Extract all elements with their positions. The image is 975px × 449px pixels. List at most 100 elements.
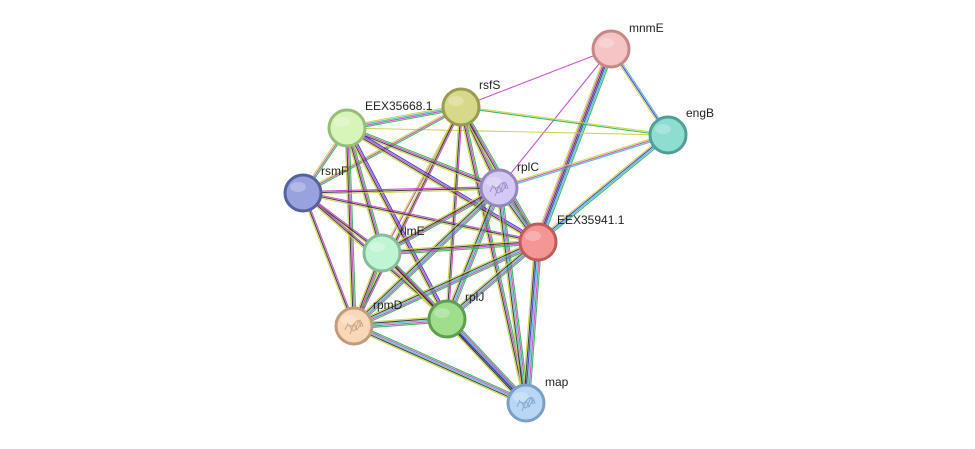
edge-line-textmining xyxy=(352,238,538,324)
edge-line-coexpression xyxy=(353,240,538,326)
edge-line-neighborhood xyxy=(348,127,357,326)
node-highlight xyxy=(334,117,350,127)
node-highlight xyxy=(513,392,529,402)
node-highlight xyxy=(655,124,671,134)
edge-EEX35941.1-rpmD[interactable] xyxy=(352,238,540,330)
edge-line-neighborhood xyxy=(382,243,539,256)
node-map[interactable]: map xyxy=(506,375,569,423)
edge-line-textmining xyxy=(302,193,538,244)
edge-rplC-map[interactable] xyxy=(495,187,530,404)
node-highlight xyxy=(341,315,357,325)
node-label: rplC xyxy=(517,160,539,174)
edge-line-experimental xyxy=(354,107,463,327)
edge-EEX35941.1-rlmE[interactable] xyxy=(381,239,539,256)
edge-rsmF-EEX35941.1[interactable] xyxy=(302,191,539,244)
edge-line-coexpression xyxy=(381,186,499,253)
edge-line-database xyxy=(526,242,540,404)
edge-line-textmining xyxy=(301,193,354,327)
node-circle xyxy=(362,233,402,273)
node-highlight xyxy=(434,308,450,318)
edge-line-coexpression xyxy=(381,240,538,253)
edge-line-database xyxy=(539,49,614,243)
edge-line-neighborhood xyxy=(354,322,528,401)
edge-rplC-rpmD[interactable] xyxy=(351,185,502,329)
edge-line-database xyxy=(353,325,527,404)
edge-line-textmining xyxy=(381,239,538,252)
edge-line-textmining xyxy=(352,328,526,407)
edge-EEX35941.1-map[interactable] xyxy=(521,241,543,404)
edge-rsmF-rpmD[interactable] xyxy=(301,192,356,327)
edge-line-neighborhood xyxy=(540,50,615,244)
edge-line-experimental xyxy=(347,126,500,188)
edge-rplC-rplJ[interactable] xyxy=(443,186,503,321)
node-circle xyxy=(506,383,546,423)
node-circle xyxy=(648,115,688,155)
edge-line-neighborhood xyxy=(449,316,529,401)
edge-engB-EEX35941.1[interactable] xyxy=(536,132,670,245)
edge-line-experimental xyxy=(499,187,528,403)
edge-mnmE-EEX35941.1[interactable] xyxy=(534,47,615,244)
edge-line-experimental xyxy=(535,48,610,242)
edge-line-experimental xyxy=(527,242,541,404)
edge-line-textmining xyxy=(498,133,668,188)
edge-line-neighborhood xyxy=(382,189,501,256)
edge-EEX35668.1-rplJ[interactable] xyxy=(344,126,450,321)
node-rsfS[interactable]: rsfS xyxy=(441,78,500,127)
edge-line-coexpression xyxy=(302,192,355,327)
edge-line-coexpression xyxy=(459,107,526,404)
node-circle xyxy=(441,87,481,127)
node-circle xyxy=(427,299,467,339)
edge-rplC-rlmE[interactable] xyxy=(380,185,501,256)
edge-line-coexpression xyxy=(445,240,538,319)
node-rpmD[interactable]: rpmD xyxy=(334,298,403,346)
node-EEX35668.1[interactable]: EEX35668.1 xyxy=(327,99,433,148)
node-label: mnmE xyxy=(629,21,664,35)
edge-line-experimental xyxy=(447,242,540,321)
edge-line-database xyxy=(446,187,500,320)
edge-engB-rplC[interactable] xyxy=(498,133,669,190)
node-rlmE[interactable]: rlmE xyxy=(362,224,425,273)
edge-line-experimental xyxy=(354,324,527,403)
node-mnmE[interactable]: mnmE xyxy=(591,21,664,69)
node-circle xyxy=(591,29,631,69)
edge-line-textmining xyxy=(443,186,497,319)
edge-line-experimental xyxy=(347,127,356,326)
edge-line-experimental xyxy=(303,192,356,326)
node-engB[interactable]: engB xyxy=(648,106,714,155)
edge-line-neighborhood xyxy=(347,125,500,187)
edge-rsmF-rplC[interactable] xyxy=(302,186,500,195)
edge-line-experimental xyxy=(498,134,669,189)
edge-line-coexpression xyxy=(345,128,447,320)
edge-line-neighborhood xyxy=(354,244,540,330)
node-highlight xyxy=(448,96,464,106)
node-label: EEX35941.1 xyxy=(557,213,625,227)
node-highlight xyxy=(598,38,614,48)
edge-line-textmining xyxy=(444,321,524,406)
edge-line-textmining xyxy=(534,47,609,241)
node-rplJ[interactable]: rplJ xyxy=(427,290,484,339)
edge-engB-rsfS[interactable] xyxy=(460,105,669,137)
edge-line-coexpression xyxy=(497,188,526,404)
edge-line-coexpression xyxy=(445,187,499,319)
edge-line-neighborhood xyxy=(460,107,668,137)
edge-line-neighborhood xyxy=(538,136,670,245)
edge-line-database xyxy=(499,135,669,190)
edge-line-textmining xyxy=(458,107,525,404)
edge-line-textmining xyxy=(380,185,499,252)
edge-mnmE-rsfS[interactable] xyxy=(460,48,612,108)
edge-line-experimental xyxy=(382,242,539,255)
edge-engB-EEX35668.1[interactable] xyxy=(346,127,669,136)
edge-rpmD-map[interactable] xyxy=(352,322,528,407)
edge-line-database xyxy=(538,135,669,243)
node-rsmF[interactable]: rsmF xyxy=(283,164,348,213)
node-circle xyxy=(334,306,374,346)
edge-line-fusion xyxy=(538,49,613,243)
edge-line-coexpression xyxy=(523,241,537,403)
node-EEX35941.1[interactable]: EEX35941.1 xyxy=(518,213,625,262)
node-rplC[interactable]: rplC xyxy=(479,160,539,208)
edge-line-textmining xyxy=(351,185,498,325)
node-label: map xyxy=(545,375,569,389)
edge-line-experimental xyxy=(460,48,612,108)
